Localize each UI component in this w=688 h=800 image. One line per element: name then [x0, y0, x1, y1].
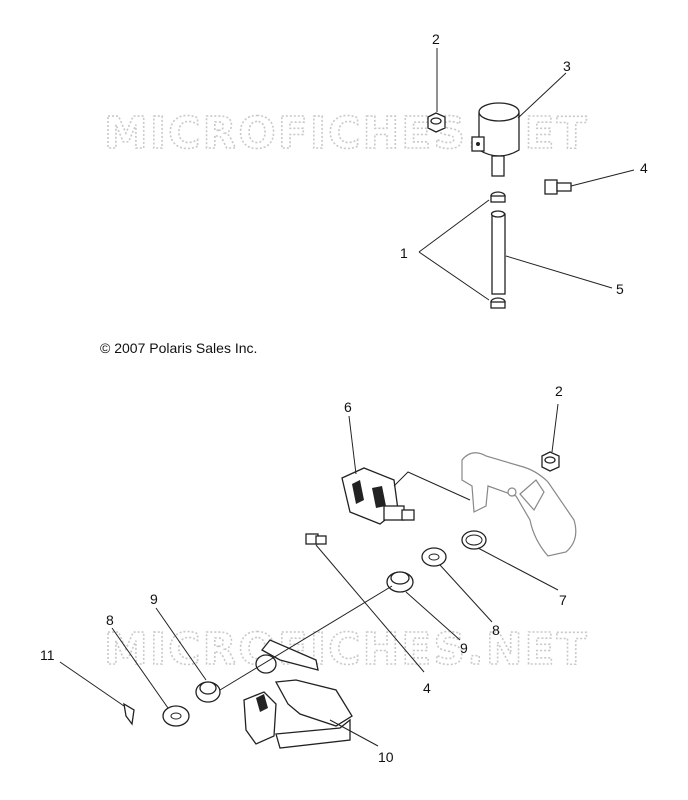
hose-clamp-lower — [490, 297, 506, 309]
callout-5: 5 — [616, 281, 624, 297]
bolt-bottom — [305, 533, 327, 545]
hex-nut-bottom — [541, 451, 560, 472]
bushing-upper — [386, 571, 414, 593]
callout-4-bottom: 4 — [423, 680, 431, 696]
callout-9-left: 9 — [150, 591, 158, 607]
cotter-pin — [123, 702, 135, 726]
hose — [490, 210, 506, 295]
reservoir — [471, 102, 520, 177]
callout-1: 1 — [400, 245, 408, 261]
bracket — [461, 452, 577, 557]
callout-2-bottom: 2 — [555, 383, 563, 399]
callout-6: 6 — [344, 399, 352, 415]
callout-3: 3 — [563, 58, 571, 74]
watermark-bottom: MICROFICHES.NET — [104, 624, 589, 675]
callout-11: 11 — [40, 647, 55, 663]
bolt-top — [544, 179, 572, 195]
washer-upper — [421, 547, 447, 567]
callout-7: 7 — [559, 592, 567, 608]
spring-clip — [461, 530, 487, 550]
callout-8-right: 8 — [492, 622, 500, 638]
hose-clamp-upper — [490, 191, 506, 203]
master-cylinder — [341, 467, 415, 525]
callout-10: 10 — [378, 749, 394, 765]
callout-9-right: 9 — [460, 640, 468, 656]
copyright-text: © 2007 Polaris Sales Inc. — [100, 340, 257, 356]
bushing-lower — [195, 681, 221, 703]
top-assembly: 2 3 4 1 5 — [400, 31, 648, 309]
callout-2-top: 2 — [432, 31, 440, 47]
callout-8-left: 8 — [106, 612, 114, 628]
hex-nut-top — [427, 112, 446, 133]
callout-4-top: 4 — [640, 160, 648, 176]
washer-lower — [162, 705, 190, 727]
brake-pedal — [243, 639, 353, 749]
bottom-assembly: 2 6 7 8 9 4 9 8 11 10 — [40, 383, 577, 765]
